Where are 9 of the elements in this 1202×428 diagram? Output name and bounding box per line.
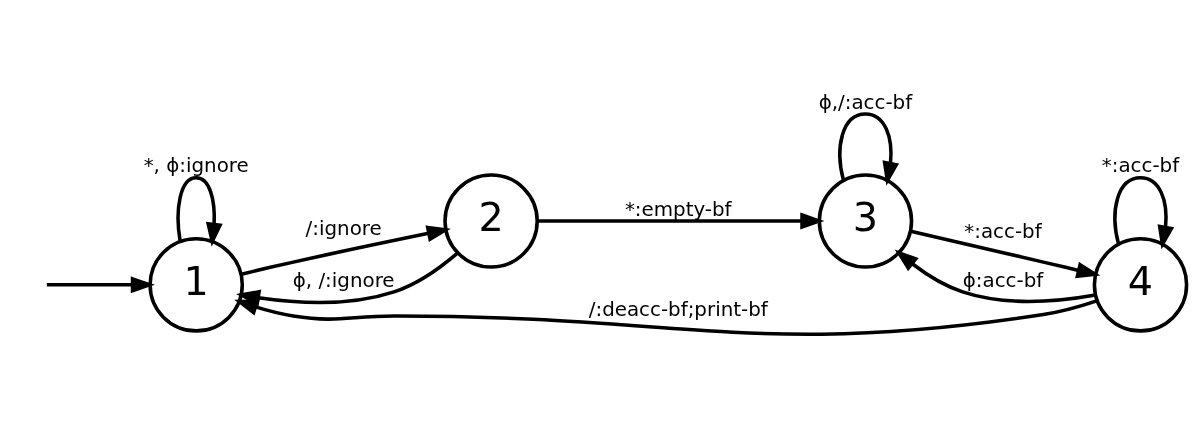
edge-label: *:acc-bf	[964, 220, 1042, 244]
edge-label: *:acc-bf	[1101, 154, 1180, 178]
edge-label: /:deacc-bf;print-bf	[588, 298, 768, 322]
edge-label: *, ϕ:ignore	[143, 154, 249, 178]
edge-label: ϕ, /:ignore	[292, 268, 395, 292]
edge-label: *:empty-bf	[624, 197, 732, 221]
edge-label: ϕ,/:acc-bf	[818, 90, 913, 114]
edge-label: /:ignore	[305, 217, 382, 241]
edge-label: ϕ:acc-bf	[962, 268, 1044, 292]
